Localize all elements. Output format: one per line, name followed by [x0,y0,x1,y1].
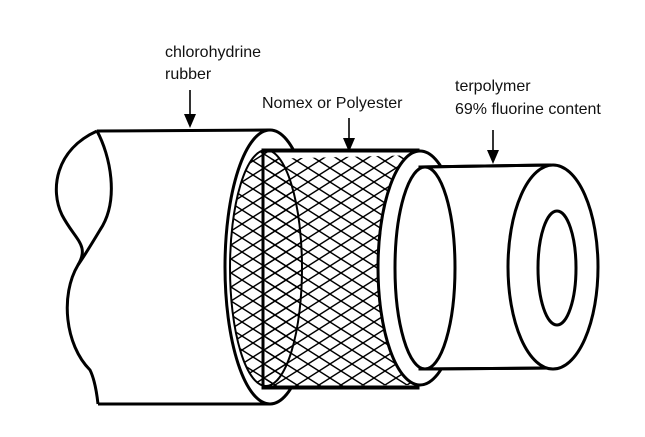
outer-layer-label-line1: chlorohydrine [165,44,261,61]
arrow-down-icon [184,90,196,128]
braid-layer-label: Nomex or Polyester [262,95,403,152]
inner-layer-label-line2: 69% fluorine content [455,101,601,118]
outer-layer-label-line2: rubber [165,66,212,83]
outer-layer-label: chlorohydrine rubber [165,44,261,128]
arrow-down-icon [343,118,355,152]
inner-layer-label: terpolymer 69% fluorine content [455,78,601,164]
inner-tube [393,163,600,371]
arrow-down-icon [487,130,499,164]
braid-layer-label-line1: Nomex or Polyester [262,95,403,112]
inner-layer-label-line1: terpolymer [455,78,531,95]
